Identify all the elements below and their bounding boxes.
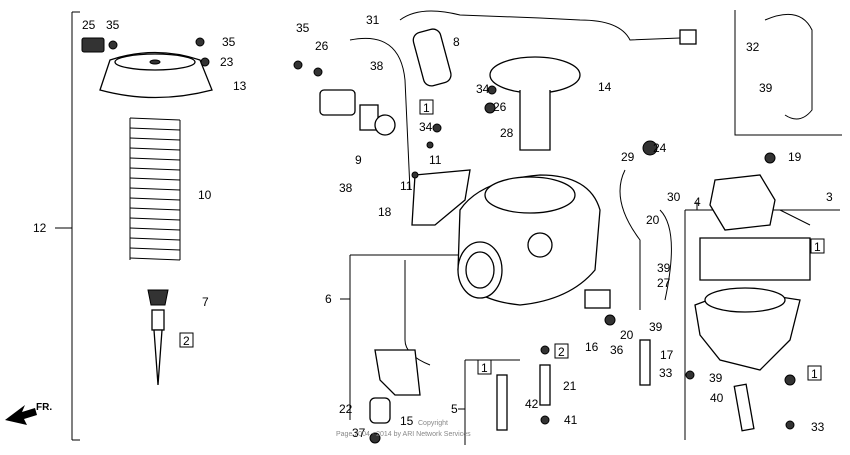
carburetor-body (457, 174, 601, 306)
callout: 15 (400, 414, 414, 428)
callout: 2 (183, 334, 190, 348)
callout: 20 (646, 213, 660, 227)
callout: 34 (419, 120, 433, 134)
callout: 35 (222, 35, 236, 49)
callout: 28 (500, 126, 514, 140)
callout: 4 (694, 195, 701, 209)
callout: 30 (667, 190, 681, 204)
callout: 16 (585, 340, 599, 354)
callout: 33 (811, 420, 825, 434)
callout: 24 (653, 141, 667, 155)
float-bowl (694, 237, 811, 371)
callout: 34 (476, 82, 490, 96)
callout: 6 (325, 292, 332, 306)
callout: 39 (709, 371, 723, 385)
label-boxes (179, 99, 825, 381)
callout: 31 (366, 13, 380, 27)
callout: 1 (814, 240, 821, 254)
callout: 37 (352, 426, 366, 440)
callout: 39 (649, 320, 663, 334)
direction-label: FR. (36, 402, 52, 413)
tubes (619, 13, 813, 432)
callout: 10 (198, 188, 212, 202)
callout: 1 (811, 367, 818, 381)
callout: 3 (826, 190, 833, 204)
callout: 25 (82, 18, 96, 32)
callout: 26 (315, 39, 329, 53)
callout: 11 (400, 179, 413, 193)
callout: 35 (106, 18, 120, 32)
choke-9 (319, 89, 396, 136)
callout: 27 (657, 276, 671, 290)
callout: 20 (620, 328, 634, 342)
callout: 22 (339, 402, 353, 416)
callout: 12 (33, 221, 47, 235)
callout: 39 (657, 261, 671, 275)
callout: 17 (660, 348, 674, 362)
callout: 35 (296, 21, 310, 35)
callout: 29 (621, 150, 635, 164)
callout: 38 (370, 59, 384, 73)
diaphragm-cover (81, 37, 213, 99)
callout: 1 (423, 101, 430, 115)
bracket-18 (411, 169, 471, 226)
callout: 5 (451, 402, 458, 416)
callout: 19 (788, 150, 802, 164)
callout: 14 (598, 80, 612, 94)
callout: 18 (378, 205, 392, 219)
callout: 42 (525, 397, 539, 411)
callout: 13 (233, 79, 247, 93)
vacuum-hose-31 (349, 37, 411, 191)
callout: 9 (355, 153, 362, 167)
callout: 38 (339, 181, 353, 195)
callout: 32 (746, 40, 760, 54)
small-parts (108, 37, 796, 444)
callout: 23 (220, 55, 234, 69)
float-3 (709, 174, 811, 231)
spring (129, 117, 181, 261)
jet-needle (147, 289, 169, 386)
callout: 7 (202, 295, 209, 309)
callout: 2 (558, 345, 565, 359)
callout: 1 (481, 361, 488, 375)
callout: 40 (710, 391, 724, 405)
throttle-sensor-8 (399, 10, 697, 87)
callout: 41 (564, 413, 578, 427)
callout: 39 (759, 81, 773, 95)
callout: 26 (493, 100, 507, 114)
watermark-page-text: Page 2004 - 2014 by ARI Network Services (336, 431, 471, 438)
front-direction-arrow: FR. (5, 402, 52, 425)
callout: 11 (429, 153, 442, 167)
watermark-copyright: Copyright (418, 420, 448, 427)
callout: 21 (563, 379, 577, 393)
callout: 8 (453, 35, 460, 49)
callout: 36 (610, 343, 624, 357)
callout-labels: 25 35 35 23 13 10 12 7 2 35 26 31 38 8 1… (33, 13, 833, 440)
callout: 33 (659, 366, 673, 380)
diaphragm-14 (489, 56, 581, 151)
accelerator-pump-6 (369, 260, 431, 424)
